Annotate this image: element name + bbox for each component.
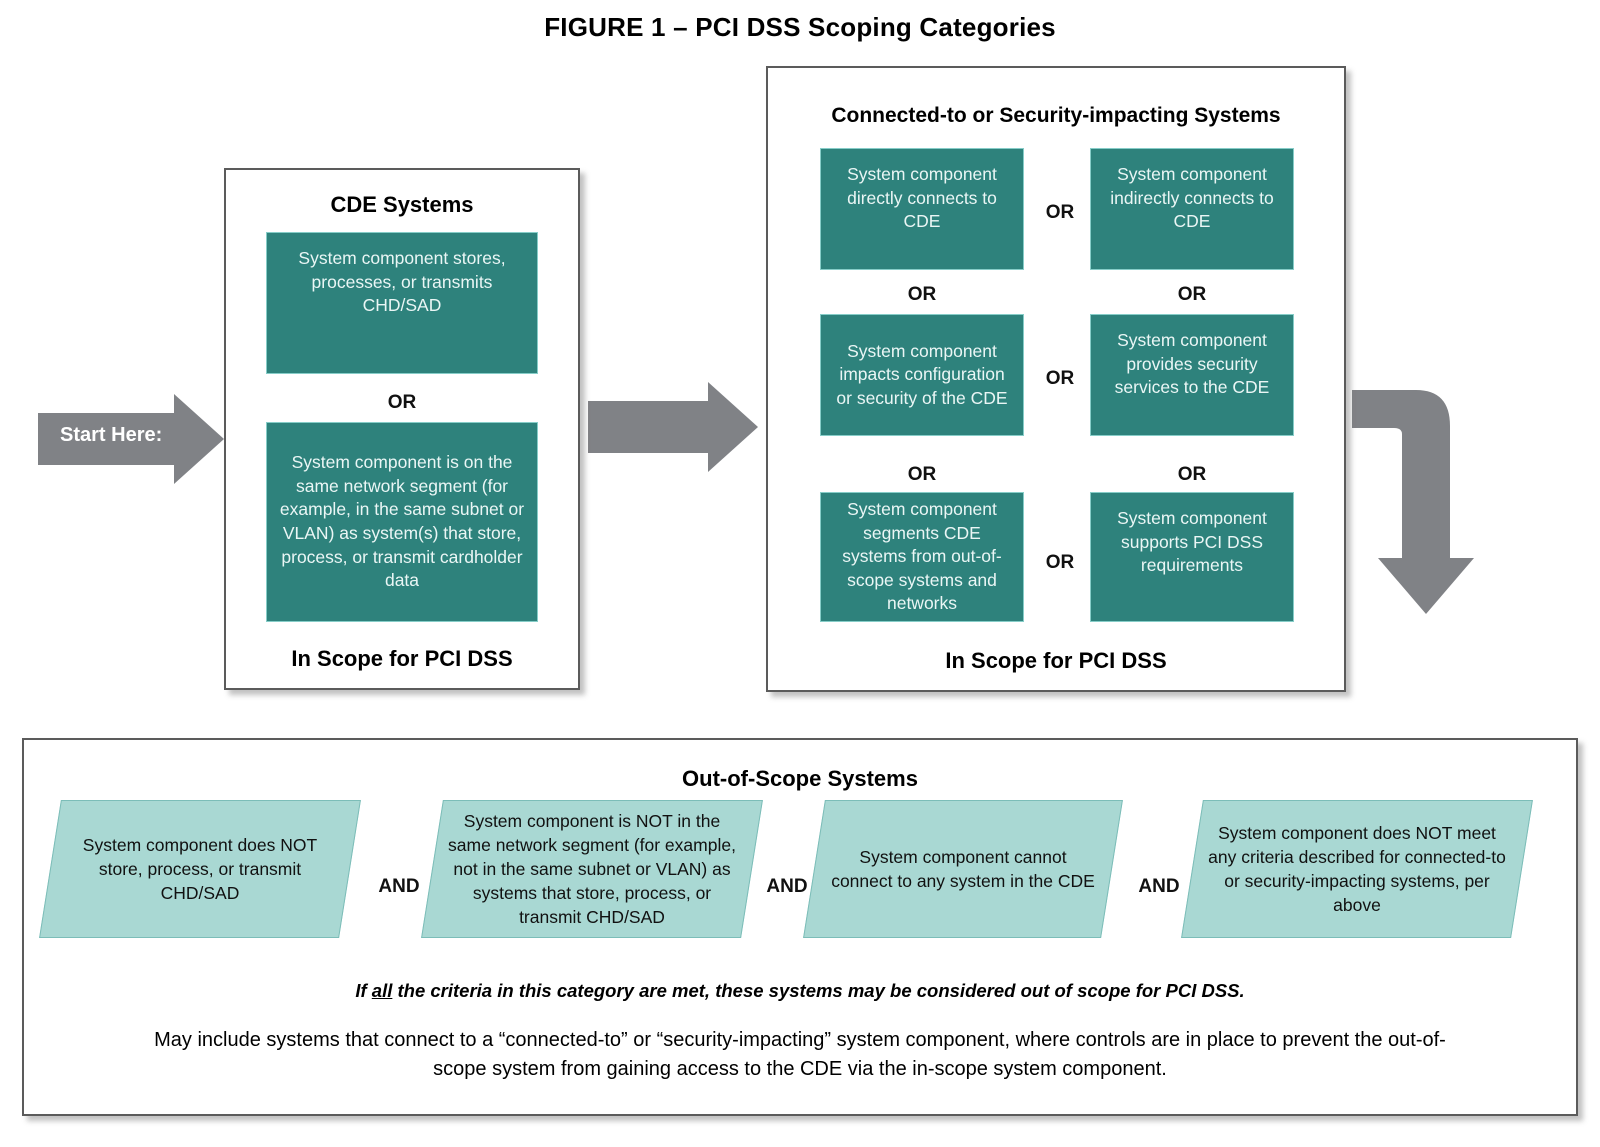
connected-connector-right-1: OR <box>1177 284 1207 305</box>
connected-box-3: System component impacts configuration o… <box>820 314 1024 436</box>
arrow-shaft <box>588 401 712 453</box>
connected-box-4-label: System component provides security servi… <box>1114 330 1270 398</box>
oos-connector-1: AND <box>378 876 420 897</box>
arrow-shaft <box>38 413 178 465</box>
cde-panel-footer: In Scope for PCI DSS <box>291 646 513 671</box>
connected-box-2-label: System component indirectly connects to … <box>1110 164 1274 232</box>
cde-connector-or: OR <box>387 392 417 413</box>
oos-box-2: System component is NOT in the same netw… <box>421 800 763 938</box>
oos-connector-3: AND <box>1138 876 1180 897</box>
oos-box-1: System component does NOT store, process… <box>39 800 361 938</box>
oos-note-italic-suffix: the criteria in this category are met, t… <box>392 980 1245 1001</box>
connected-box-1-label: System component directly connects to CD… <box>847 164 997 232</box>
connected-connector-row3: OR <box>1045 552 1075 573</box>
oos-box-4: System component does NOT meet any crite… <box>1181 800 1533 938</box>
oos-box-3-label: System component cannot connect to any s… <box>831 846 1095 891</box>
oos-connector-2: AND <box>766 876 808 897</box>
connected-panel-footer: In Scope for PCI DSS <box>945 648 1167 673</box>
start-here-arrow: Start Here: <box>38 394 224 484</box>
arrow-head <box>708 382 758 472</box>
figure-title: FIGURE 1 – PCI DSS Scoping Categories <box>544 12 1056 42</box>
connected-connector-left-2: OR <box>907 464 937 485</box>
cde-box-2: System component is on the same network … <box>266 422 538 622</box>
connected-box-3-label: System component impacts configuration o… <box>836 340 1008 408</box>
oos-box-1-label: System component does NOT store, process… <box>82 834 318 904</box>
oos-box-2-label: System component is NOT in the same netw… <box>448 810 736 928</box>
start-here-label: Start Here: <box>60 424 163 446</box>
cde-systems-panel: CDE Systems System component stores, pro… <box>224 168 580 690</box>
connected-box-4: System component provides security servi… <box>1090 314 1294 436</box>
oos-note-italic: If all the criteria in this category are… <box>24 980 1576 1002</box>
cde-panel-title: CDE Systems <box>330 192 474 217</box>
connected-connector-left-1: OR <box>907 284 937 305</box>
oos-box-4-label: System component does NOT meet any crite… <box>1208 822 1506 916</box>
oos-note-italic-underline: all <box>371 980 393 1001</box>
connected-connector-row1: OR <box>1045 202 1075 223</box>
connected-to-systems-panel: Connected-to or Security-impacting Syste… <box>766 66 1346 692</box>
connected-box-5-label: System component segments CDE systems fr… <box>842 498 1002 614</box>
oos-box-3: System component cannot connect to any s… <box>803 800 1123 938</box>
out-of-scope-systems-panel: Out-of-Scope Systems System component do… <box>22 738 1578 1116</box>
connected-panel-title: Connected-to or Security-impacting Syste… <box>831 104 1281 127</box>
middle-arrow <box>588 382 758 472</box>
arrow-head <box>174 394 224 484</box>
oos-note-italic-prefix: If <box>355 980 372 1001</box>
connected-box-2: System component indirectly connects to … <box>1090 148 1294 270</box>
connected-box-1: System component directly connects to CD… <box>820 148 1024 270</box>
oos-panel-title: Out-of-Scope Systems <box>682 766 918 791</box>
cde-box-1-label: System component stores, processes, or t… <box>298 248 506 316</box>
connected-box-6-label: System component supports PCI DSS requir… <box>1117 508 1267 576</box>
connected-connector-right-2: OR <box>1177 464 1207 485</box>
cde-box-2-label: System component is on the same network … <box>279 452 525 591</box>
connected-box-5: System component segments CDE systems fr… <box>820 492 1024 622</box>
oos-note-plain: May include systems that connect to a “c… <box>154 1029 1446 1080</box>
connected-connector-row2: OR <box>1045 368 1075 389</box>
cde-box-1: System component stores, processes, or t… <box>266 232 538 374</box>
elbow-arrow <box>1352 390 1474 614</box>
connected-box-6: System component supports PCI DSS requir… <box>1090 492 1294 622</box>
arrow-elbow-right-down-icon <box>1352 390 1474 614</box>
